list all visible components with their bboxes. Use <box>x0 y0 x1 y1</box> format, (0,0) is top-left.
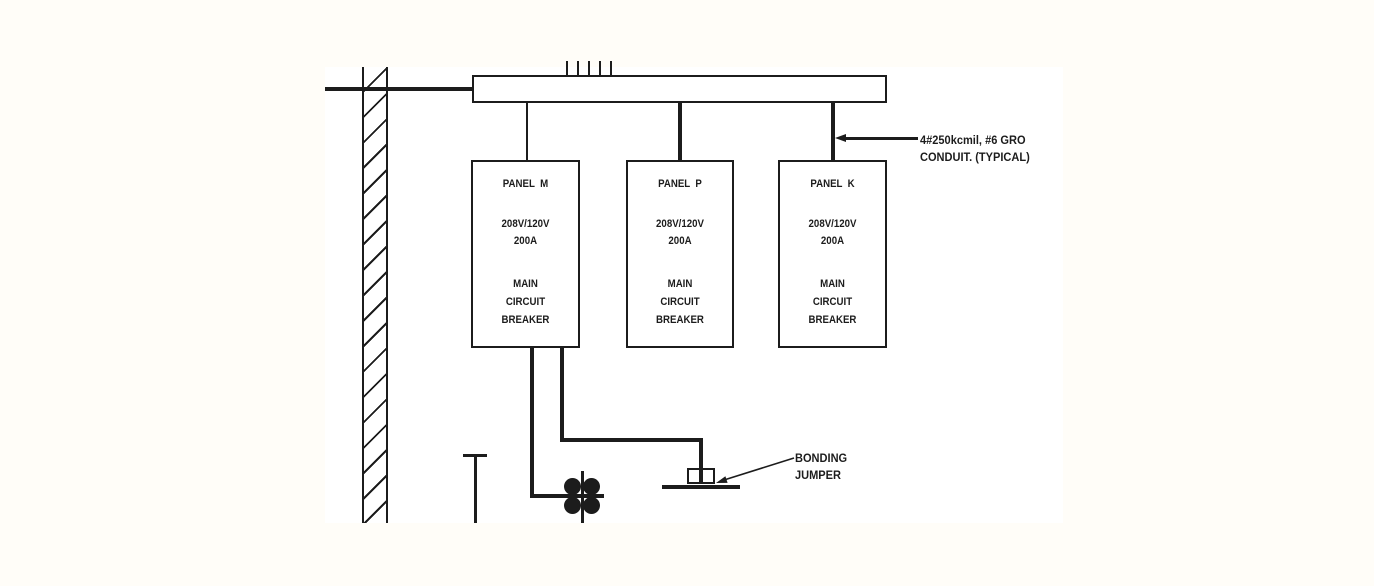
panel-k-voltage: 208V/120V <box>808 218 857 230</box>
panel-k-title: PANEL K <box>810 178 855 190</box>
bonding-callout-leader <box>716 457 795 483</box>
bus-bar <box>472 75 887 103</box>
panel-k-current: 200A <box>820 235 845 247</box>
ground-rod-vertical <box>581 471 584 523</box>
bus-tick <box>610 61 612 75</box>
bonding-callout-line1: BONDING <box>795 451 848 465</box>
bonding-conductor-vertical1 <box>560 346 564 442</box>
panel-k-breaker-line2: CIRCUIT <box>812 296 853 308</box>
panel-p-breaker-line1: MAIN <box>667 278 693 290</box>
ground-symbol-dot <box>583 497 600 514</box>
bonding-jumper-square-left <box>687 468 701 484</box>
ground-conductor-horizontal <box>530 494 604 498</box>
panel-box-p: PANEL P 208V/120V 200A MAIN CIRCUIT BREA… <box>626 160 734 348</box>
bus-tick <box>588 61 590 75</box>
drop-line-panel-m <box>526 102 528 160</box>
bus-tick <box>566 61 568 75</box>
feeder-callout-leader <box>845 137 918 140</box>
panel-p-breaker-line3: BREAKER <box>656 314 704 326</box>
ground-symbol-dot <box>564 478 581 495</box>
panel-p-breaker-line2: CIRCUIT <box>660 296 700 308</box>
ground-bus-bar <box>662 485 740 489</box>
feeder-callout-line1: 4#250kcmil, #6 GRO <box>920 133 1026 147</box>
feeder-line <box>325 87 473 91</box>
panel-p-voltage: 208V/120V <box>656 218 704 230</box>
bonding-jumper-square-right <box>701 468 715 484</box>
feeder-callout-line2: CONDUIT. (TYPICAL) <box>920 150 1030 164</box>
bus-stub-ticks <box>566 61 613 75</box>
bus-tick <box>599 61 601 75</box>
drop-line-panel-p <box>678 102 682 160</box>
panel-m-breaker-line3: BREAKER <box>501 314 550 326</box>
feeder-callout: 4#250kcmil, #6 GRO CONDUIT. (TYPICAL) <box>920 132 1063 168</box>
bonding-callout-line2: JUMPER <box>795 468 842 482</box>
drop-line-panel-k <box>831 102 835 160</box>
arrowhead-left-icon <box>835 134 846 142</box>
panel-k-breaker-line3: BREAKER <box>808 314 857 326</box>
panel-m-breaker-line2: CIRCUIT <box>505 296 546 308</box>
panel-m-current: 200A <box>513 235 538 247</box>
panel-m-breaker-line1: MAIN <box>513 278 538 290</box>
panel-p-current: 200A <box>668 235 692 247</box>
bus-tick <box>577 61 579 75</box>
panel-k-breaker-line1: MAIN <box>820 278 845 290</box>
panel-box-k: PANEL K 208V/120V 200A MAIN CIRCUIT BREA… <box>778 160 887 348</box>
ground-symbol-dot <box>564 497 581 514</box>
panel-box-m: PANEL M 208V/120V 200A MAIN CIRCUIT BREA… <box>471 160 580 348</box>
arrowhead-downleft-icon <box>716 476 728 483</box>
ground-symbol-dot <box>583 478 600 495</box>
panel-p-title: PANEL P <box>658 178 702 190</box>
panel-m-title: PANEL M <box>502 178 549 190</box>
bonding-conductor-vertical2 <box>699 438 703 469</box>
ground-conductor-vertical <box>530 346 534 498</box>
panel-m-voltage: 208V/120V <box>501 218 550 230</box>
wall-hatch <box>362 67 388 523</box>
ground-rod2-stem <box>474 454 477 523</box>
bonding-conductor-horizontal <box>560 438 703 442</box>
